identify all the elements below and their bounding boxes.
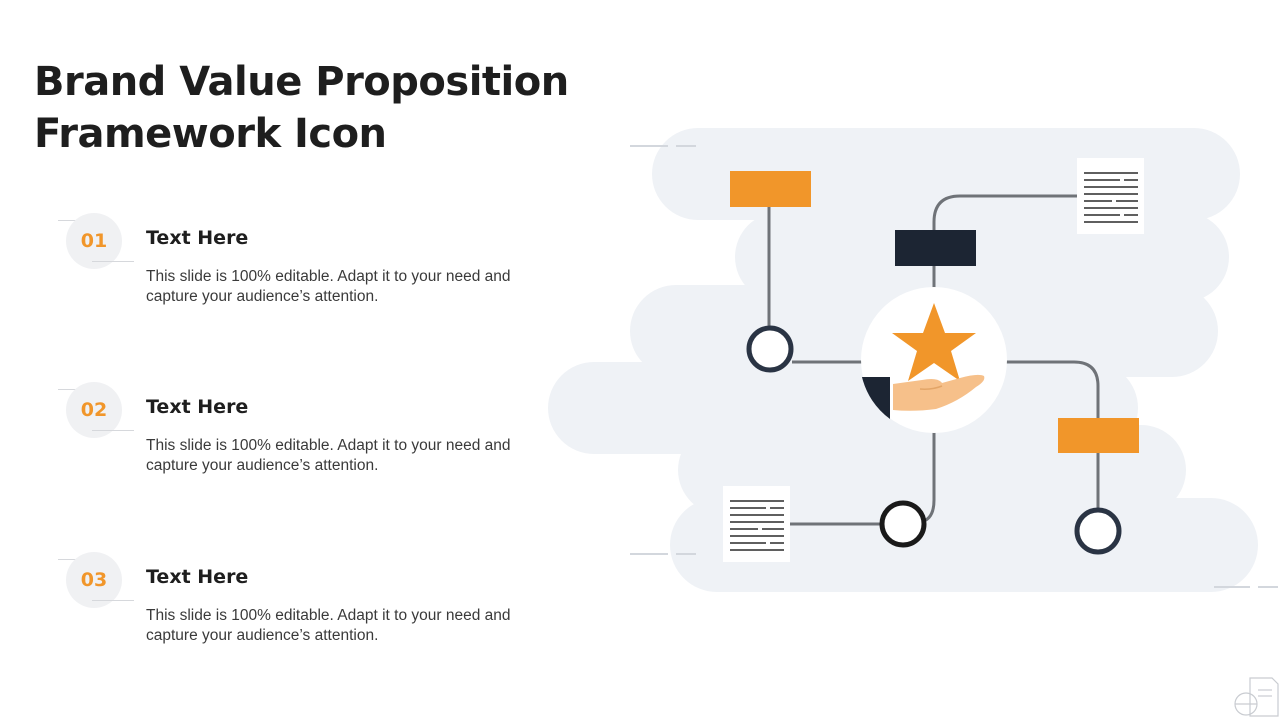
item-body-text: This slide is 100% editable. Adapt it to… bbox=[146, 268, 511, 305]
item-heading: Text Here bbox=[146, 566, 249, 588]
divider-line bbox=[92, 600, 134, 601]
corner-logo-icon bbox=[1234, 677, 1279, 717]
node-circle bbox=[746, 325, 794, 373]
orange-label-block bbox=[730, 171, 811, 207]
list-item-2: 02 Text Here This slide is 100% editable… bbox=[56, 382, 536, 492]
item-number-badge: 03 bbox=[66, 552, 122, 608]
dark-label-block bbox=[895, 230, 976, 266]
node-circle bbox=[1074, 507, 1122, 555]
node-circle bbox=[879, 500, 927, 548]
brand-framework-illustration bbox=[548, 128, 1278, 592]
document-icon bbox=[1077, 158, 1144, 234]
decorative-dashes bbox=[630, 145, 1278, 588]
item-heading: Text Here bbox=[146, 396, 249, 418]
item-number-badge: 01 bbox=[66, 213, 122, 269]
orange-label-block bbox=[1058, 418, 1139, 453]
item-number-badge: 02 bbox=[66, 382, 122, 438]
item-body-text: This slide is 100% editable. Adapt it to… bbox=[146, 437, 511, 474]
item-heading: Text Here bbox=[146, 227, 249, 249]
star-on-hand-icon bbox=[861, 287, 1007, 433]
slide-title: Brand Value Proposition Framework Icon bbox=[34, 59, 569, 157]
list-item-1: 01 Text Here This slide is 100% editable… bbox=[56, 213, 536, 323]
item-body-text: This slide is 100% editable. Adapt it to… bbox=[146, 607, 511, 644]
divider-line bbox=[92, 430, 134, 431]
divider-line bbox=[92, 261, 134, 262]
document-icon bbox=[723, 486, 790, 562]
list-item-3: 03 Text Here This slide is 100% editable… bbox=[56, 552, 536, 662]
